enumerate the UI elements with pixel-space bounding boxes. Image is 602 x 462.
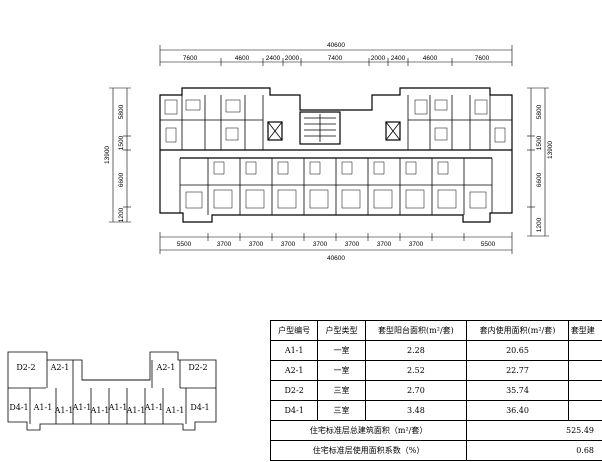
cell-usable: 22.77 — [466, 360, 569, 381]
cell-balcony: 2.52 — [364, 360, 468, 381]
left-dimension-chain — [109, 87, 131, 223]
left-total-dim: 13900 — [104, 146, 111, 164]
room-partitions — [160, 95, 512, 215]
unit-area-table: 户型编号 户型类型 套型阳台面积(m²/套) 套内使用面积(m²/套) 套型建 … — [269, 320, 602, 461]
top-dim-4: 2000 — [285, 55, 300, 62]
summary-label: 住宅标准层使用面积系数（%） — [269, 440, 468, 461]
top-dim-2: 4600 — [235, 55, 250, 62]
key-unit-a1-1-2: A1-1 — [54, 406, 74, 415]
top-dim-7: 2400 — [391, 55, 406, 62]
bottom-dim-9: 5500 — [481, 241, 496, 248]
bottom-dim-1: 5500 — [177, 241, 192, 248]
key-unit-d4-1-right: D4-1 — [190, 403, 209, 412]
top-total-dim: 40600 — [327, 42, 345, 49]
bottom-dim-3: 3700 — [249, 241, 264, 248]
left-dim-3: 6600 — [118, 172, 125, 187]
top-dim-5: 7400 — [328, 55, 343, 62]
table-header-row: 户型编号 户型类型 套型阳台面积(m²/套) 套内使用面积(m²/套) 套型建 — [269, 320, 602, 341]
bottom-dim-4: 3700 — [281, 241, 296, 248]
left-dim-1: 5800 — [118, 104, 125, 119]
top-dim-9: 7600 — [475, 55, 490, 62]
bottom-dim-8: 3700 — [409, 241, 424, 248]
cell-usable: 20.65 — [466, 340, 569, 361]
top-dimension-chain — [159, 45, 513, 66]
key-unit-a1-1-8: A1-1 — [165, 406, 185, 415]
summary-label: 住宅标准层总建筑面积（m²/套） — [269, 420, 468, 441]
cell-building — [567, 400, 602, 421]
right-dim-2: 1500 — [536, 135, 543, 150]
cell-code: A2-1 — [269, 360, 319, 381]
key-unit-a1-1-6: A1-1 — [126, 406, 146, 415]
bottom-total-dim: 40600 — [327, 255, 345, 262]
top-dim-6: 2000 — [371, 55, 386, 62]
cell-balcony: 2.70 — [364, 380, 468, 401]
cell-type: 三室 — [317, 400, 366, 421]
header-unit-code: 户型编号 — [269, 320, 319, 341]
table-row: D4-1 三室 3.48 36.40 — [269, 400, 602, 421]
key-unit-a1-1-5: A1-1 — [108, 403, 128, 412]
bottom-dimension-chain — [159, 232, 513, 254]
summary-value: 0.68 — [466, 440, 602, 461]
top-dim-1: 7600 — [183, 55, 198, 62]
header-building-area: 套型建 — [567, 320, 602, 341]
key-unit-a1-1-3: A1-1 — [72, 403, 92, 412]
right-total-dim: 13900 — [547, 141, 554, 159]
cell-code: D4-1 — [269, 400, 319, 421]
left-dim-4: 1200 — [118, 207, 125, 222]
header-usable-area: 套内使用面积(m²/套) — [466, 320, 569, 341]
cell-code: A1-1 — [269, 340, 319, 361]
cell-usable: 36.40 — [466, 400, 569, 421]
cell-type: 一室 — [317, 340, 366, 361]
table-row: A2-1 一室 2.52 22.77 — [269, 360, 602, 381]
cell-type: 一室 — [317, 360, 366, 381]
key-unit-a2-1-left: A2-1 — [50, 363, 70, 372]
top-dim-3: 2400 — [266, 55, 281, 62]
key-plan — [7, 351, 217, 431]
cell-building — [567, 340, 602, 361]
bottom-dim-5: 3700 — [313, 241, 328, 248]
top-dim-8: 4600 — [423, 55, 438, 62]
cell-usable: 35.74 — [466, 380, 569, 401]
key-unit-a1-1-7: A1-1 — [144, 403, 164, 412]
cell-code: D2-2 — [269, 380, 319, 401]
cell-balcony: 3.48 — [364, 400, 468, 421]
bottom-dim-6: 3700 — [345, 241, 360, 248]
key-unit-a2-1-right: A2-1 — [156, 363, 176, 372]
table-row: A1-1 一室 2.28 20.65 — [269, 340, 602, 361]
summary-row-usage-ratio: 住宅标准层使用面积系数（%） 0.68 — [269, 440, 602, 461]
cell-type: 三室 — [317, 380, 366, 401]
key-unit-d4-1-left: D4-1 — [9, 403, 28, 412]
right-dim-1: 5800 — [536, 104, 543, 119]
left-dim-2: 1500 — [118, 135, 125, 150]
right-dimension-chain — [527, 87, 549, 237]
key-unit-d2-2-right: D2-2 — [188, 363, 207, 372]
table-row: D2-2 三室 2.70 35.74 — [269, 380, 602, 401]
right-dim-4: 1200 — [536, 217, 543, 232]
key-unit-d2-2-left: D2-2 — [16, 363, 35, 372]
header-unit-type: 户型类型 — [317, 320, 366, 341]
key-unit-a1-1-1: A1-1 — [33, 403, 53, 412]
bottom-dim-7: 3700 — [377, 241, 392, 248]
cell-building — [567, 360, 602, 381]
fixture-details — [164, 99, 506, 209]
key-unit-a1-1-4: A1-1 — [90, 406, 110, 415]
cell-building — [567, 380, 602, 401]
bottom-dim-2: 3700 — [217, 241, 232, 248]
summary-row-total-area: 住宅标准层总建筑面积（m²/套） 525.49 — [269, 420, 602, 441]
header-balcony-area: 套型阳台面积(m²/套) — [364, 320, 468, 341]
summary-value: 525.49 — [466, 420, 602, 441]
cell-balcony: 2.28 — [364, 340, 468, 361]
right-dim-3: 6600 — [536, 172, 543, 187]
